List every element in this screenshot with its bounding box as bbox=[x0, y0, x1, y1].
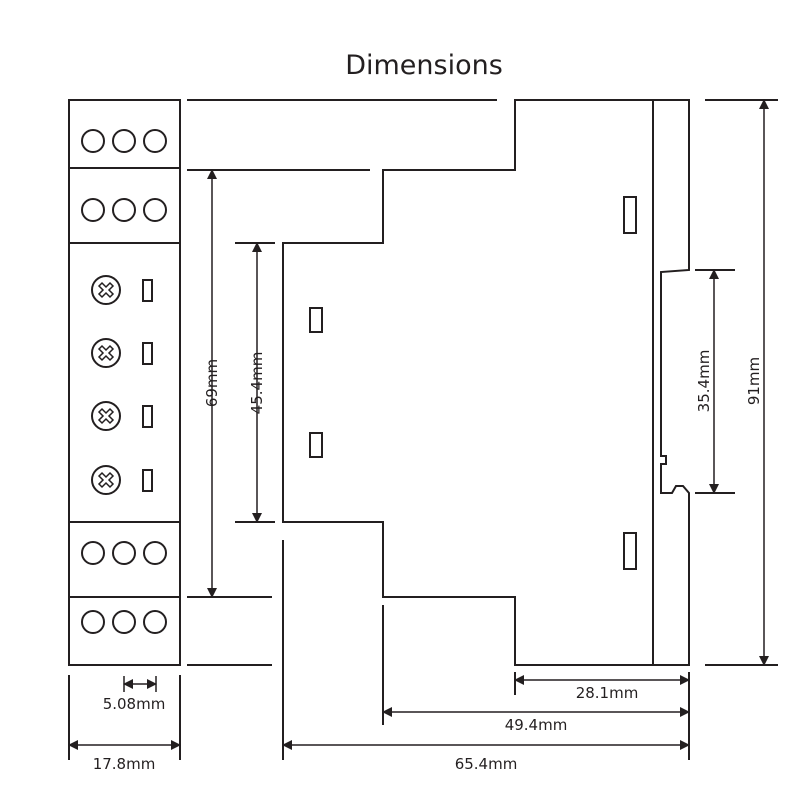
terminal-hole-icon bbox=[81, 198, 105, 222]
screw-icon bbox=[91, 338, 121, 368]
terminal-hole-icon bbox=[112, 198, 136, 222]
front-view bbox=[68, 99, 181, 666]
vent-slot bbox=[309, 432, 323, 458]
dimension-arrows bbox=[68, 99, 769, 750]
extension-lines bbox=[68, 99, 778, 760]
screw-icon bbox=[91, 275, 121, 305]
terminal-hole-icon bbox=[143, 198, 167, 222]
terminal-hole-icon bbox=[143, 129, 167, 153]
side-view bbox=[282, 99, 690, 666]
adjustment-screws bbox=[91, 275, 153, 495]
terminal-hole-icon bbox=[112, 610, 136, 634]
terminal-hole-icon bbox=[112, 541, 136, 565]
dim-91mm: 91mm bbox=[745, 357, 763, 405]
screw-icon bbox=[91, 465, 121, 495]
indicator-slot bbox=[142, 405, 153, 428]
terminal-holes bbox=[81, 129, 167, 634]
terminal-hole-icon bbox=[112, 129, 136, 153]
indicator-slot bbox=[142, 279, 153, 302]
latch-slot bbox=[623, 532, 637, 570]
indicator-slot bbox=[142, 469, 153, 492]
dim-45-4mm: 45.4mm bbox=[248, 352, 266, 415]
latch-slot bbox=[623, 196, 637, 234]
dim-28-1mm: 28.1mm bbox=[576, 684, 639, 702]
terminal-hole-icon bbox=[143, 541, 167, 565]
terminal-hole-icon bbox=[81, 541, 105, 565]
screw-icon bbox=[91, 401, 121, 431]
dim-65-4mm: 65.4mm bbox=[455, 755, 518, 773]
dim-69mm: 69mm bbox=[203, 359, 221, 407]
vent-slot bbox=[309, 307, 323, 333]
page-title: Dimensions bbox=[345, 50, 503, 81]
dim-35-4mm: 35.4mm bbox=[695, 350, 713, 413]
dim-49-4mm: 49.4mm bbox=[505, 716, 568, 734]
dim-5-08mm: 5.08mm bbox=[103, 695, 166, 713]
terminal-hole-icon bbox=[81, 610, 105, 634]
indicator-slot bbox=[142, 342, 153, 365]
dim-17-8mm: 17.8mm bbox=[93, 755, 156, 773]
terminal-hole-icon bbox=[143, 610, 167, 634]
terminal-hole-icon bbox=[81, 129, 105, 153]
